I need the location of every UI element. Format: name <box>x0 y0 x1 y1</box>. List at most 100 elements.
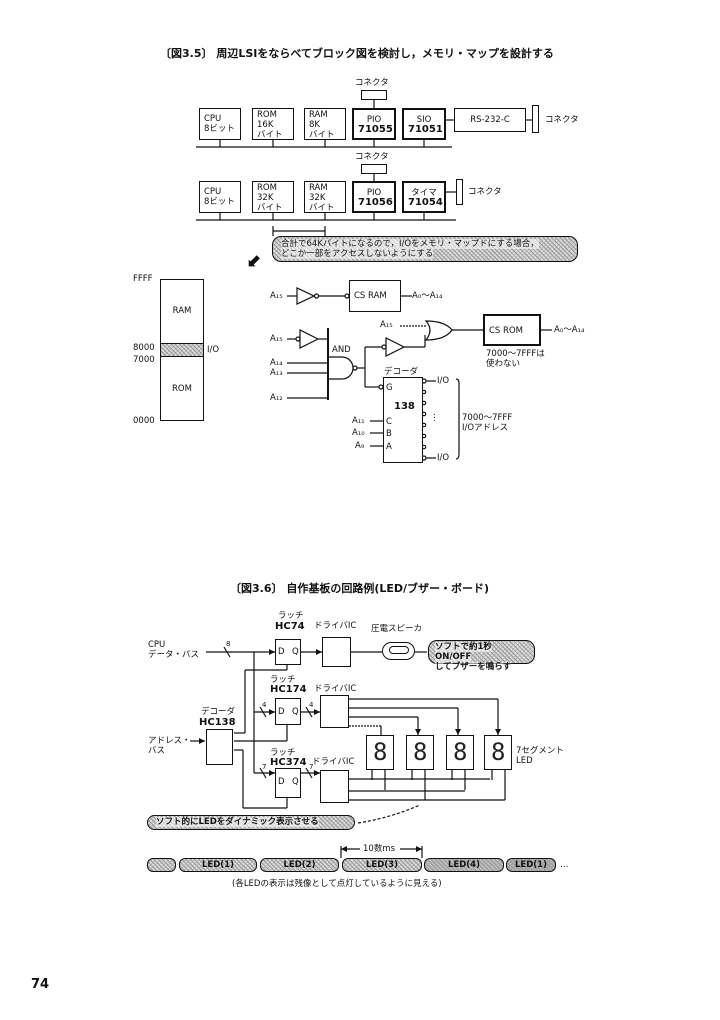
pin-q: Q <box>292 707 299 717</box>
module-line2: 8ビット <box>204 124 235 134</box>
connector-label: コネクタ <box>355 78 389 88</box>
piezo-speaker-icon <box>382 642 415 660</box>
buzzer-callout-line2: してブザーを鳴らす <box>435 662 512 672</box>
module-cpu: CPU 8ビット <box>199 108 241 140</box>
module-pio: PIO 71055 <box>352 108 396 140</box>
signal-a10: A₁₀ <box>352 428 365 438</box>
cpu-bus-line1: CPU <box>148 640 166 650</box>
io-ellipsis: ⋮ <box>430 413 439 423</box>
module-line1: PIO <box>366 115 382 125</box>
pin-d: D <box>278 707 285 717</box>
led-digit-4: 8 <box>484 735 512 770</box>
module-line1: RAM <box>309 110 328 120</box>
address-bus-line2: バス <box>148 746 166 756</box>
region-label: RAM <box>172 306 192 316</box>
module-line1: タイマ <box>411 188 437 198</box>
region-label: ROM <box>172 384 192 394</box>
module-line1: SIO <box>416 115 432 125</box>
latch1-box: D Q <box>275 639 301 665</box>
module-line2: 8ビット <box>204 197 235 207</box>
io-range-line2: I/Oアドレス <box>462 423 509 433</box>
module-line1: PIO <box>366 188 382 198</box>
latch3-box: D Q <box>275 768 301 798</box>
module-line2: 16K <box>257 120 274 130</box>
rom-note-line2: 使わない <box>486 359 521 369</box>
led-digit-1: 8 <box>366 735 394 770</box>
module-line1: CPU <box>204 187 222 197</box>
module-line2: 32K <box>257 193 274 203</box>
module-line2: 71051 <box>408 124 443 135</box>
figure-3-6-caption: 〔図3.6〕 自作基板の回路例(LED/ブザー・ボード) <box>230 582 490 595</box>
dynamic-callout-text: ソフト的にLEDをダイナミック表示させる <box>156 817 319 827</box>
latch1-label: ラッチ <box>278 611 304 621</box>
ram-address-range: A₀～A₁₄ <box>412 291 443 301</box>
rom-note-line1: 7000～7FFFは <box>486 349 545 359</box>
pin-a: A <box>386 442 392 452</box>
buzzer-callout: ソフトで約1秒ON/OFF してブザーを鳴らす <box>428 640 535 672</box>
pin-d: D <box>278 647 285 657</box>
module-cpu: CPU 8ビット <box>199 181 241 213</box>
connector-box-right <box>456 179 463 205</box>
module-line1: RAM <box>309 183 328 193</box>
signal-a14: A₁₄ <box>270 358 283 368</box>
decoder-box <box>206 729 233 765</box>
timing-slot: LED(3) <box>342 858 422 872</box>
module-line3: バイト <box>257 203 283 213</box>
bus-width-8: 8 <box>226 640 231 648</box>
timing-slot: LED(1) <box>506 858 556 872</box>
rs232c-label: RS-232-C <box>470 115 510 125</box>
and-label: AND <box>332 345 351 355</box>
module-line2: 71055 <box>358 124 393 135</box>
connector-box <box>361 164 387 174</box>
digit-glyph: 8 <box>491 738 506 766</box>
timing-slot <box>147 858 176 872</box>
pin-b: B <box>386 429 392 439</box>
latch2-label: ラッチ <box>270 675 296 685</box>
module-line2: 71056 <box>358 197 393 208</box>
signal-a15-mid: A₁₅ <box>270 334 283 344</box>
bus-width-7-in: 7 <box>262 763 267 771</box>
page-number: 74 <box>31 977 50 992</box>
signal-a9: A₉ <box>355 441 365 451</box>
connector-label-right: コネクタ <box>545 115 579 125</box>
bus-width-7-out: 7 <box>309 763 314 771</box>
address-7000: 7000 <box>133 355 155 365</box>
module-line2: 32K <box>309 193 326 203</box>
module-line2: 71054 <box>408 197 443 208</box>
driver3-label: ドライバIC <box>312 757 355 767</box>
dynamic-display-callout: ソフト的にLEDをダイナミック表示させる <box>147 815 355 830</box>
address-8000: 8000 <box>133 343 155 353</box>
signal-a13: A₁₃ <box>270 368 283 378</box>
latch1-chip: HC74 <box>275 621 305 632</box>
io-range-line1: 7000～7FFF <box>462 413 513 423</box>
connector-label: コネクタ <box>355 152 389 162</box>
latch2-chip: HC174 <box>270 684 307 695</box>
timing-slot: LED(4) <box>424 858 504 872</box>
signal-a12: A₁₂ <box>270 393 283 403</box>
bus-width-4-out: 4 <box>309 701 314 709</box>
address-callout: 合計で64Kバイトになるので，I/Oをメモリ・マップドにする場合， どこか一部を… <box>272 236 578 262</box>
module-ram: RAM 32K バイト <box>304 181 346 213</box>
callout-line2: どこか一部をアクセスしないようにする <box>281 249 434 259</box>
decoder-chip-number: 138 <box>394 401 415 412</box>
led-label-line2: LED <box>516 756 533 766</box>
arrow-icon: ⬋ <box>247 250 263 271</box>
module-pio: PIO 71056 <box>352 181 396 213</box>
decoder-label: デコーダ <box>384 367 419 377</box>
latch3-chip: HC374 <box>270 757 307 768</box>
cpu-bus-line2: データ・バス <box>148 650 200 660</box>
cs-rom-label: CS ROM <box>489 326 523 336</box>
memory-region-rom: ROM <box>160 356 204 421</box>
module-line3: バイト <box>309 130 335 140</box>
address-bus-line1: アドレス・ <box>148 736 191 746</box>
footnote: (各LEDの表示は残像として点灯しているように見える) <box>232 879 442 889</box>
driver1-box <box>322 637 351 667</box>
io-output-bottom: I/O <box>437 453 450 463</box>
pin-g: G <box>386 383 393 393</box>
module-line3: バイト <box>309 203 335 213</box>
signal-a15: A₁₅ <box>270 291 283 301</box>
module-sio: SIO 71051 <box>402 108 446 140</box>
module-rom: ROM 32K バイト <box>252 181 294 213</box>
